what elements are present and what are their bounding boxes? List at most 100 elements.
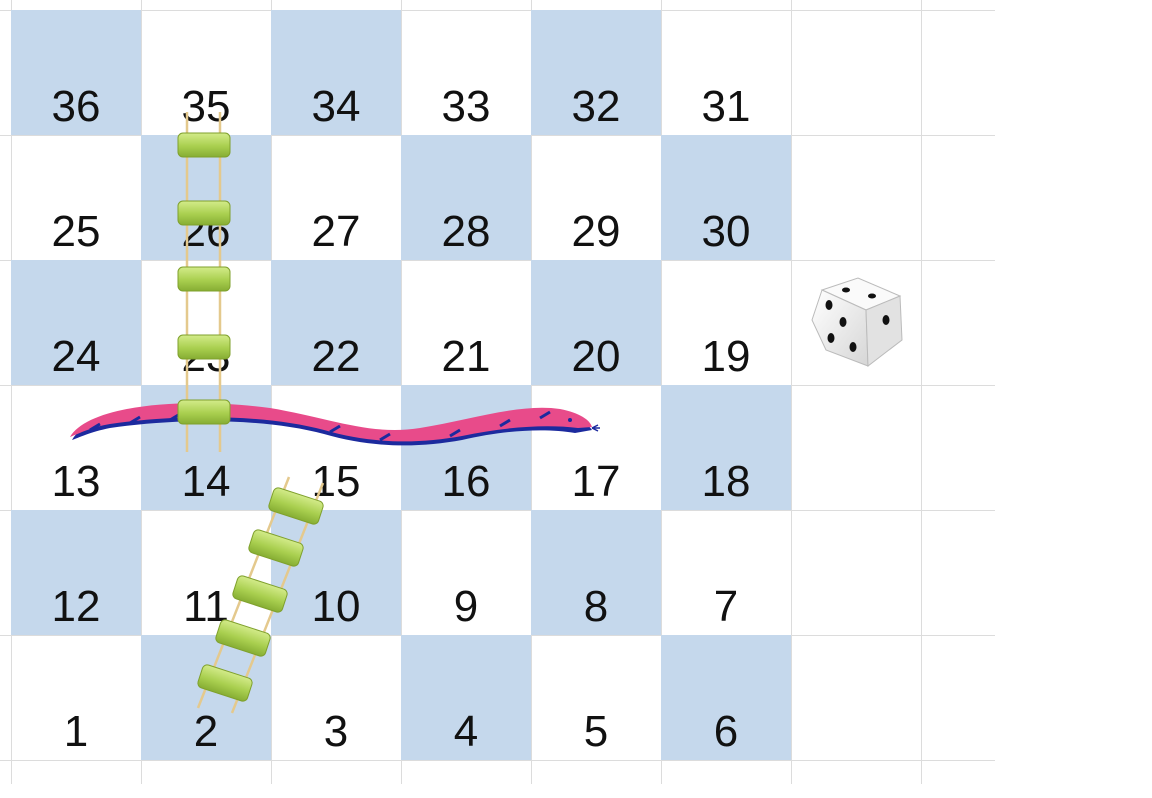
snake-tongue [591,424,600,432]
ladder-rung [177,399,231,425]
gridline-vertical [271,0,272,784]
dice-pip [842,287,850,293]
cell-number: 29 [571,207,621,256]
cell-number: 34 [311,82,361,131]
cell-number: 13 [51,457,101,506]
board-cell: 13 [11,385,141,510]
ladder-rung [215,619,271,657]
gridline-vertical [791,0,792,784]
cell-number: 16 [441,457,491,506]
cell-number: 3 [323,707,349,756]
board-cell: 18 [661,385,791,510]
dice-pip [825,300,833,310]
cell-number: 28 [441,207,491,256]
dice-pip [882,315,890,325]
cell-number: 30 [701,207,751,256]
cell-number: 36 [51,82,101,131]
cell-number: 8 [583,582,609,631]
cell-number: 24 [51,332,101,381]
cell-number: 7 [713,582,739,631]
board-cell: 7 [661,510,791,635]
cell-number: 2 [193,707,219,756]
ladder-rung [177,132,231,158]
cell-number: 17 [571,457,621,506]
board-cell: 10 [271,510,401,635]
cell-number: 15 [311,457,361,506]
cell-number: 14 [181,457,231,506]
board-cell: 22 [271,260,401,385]
board-cell: 16 [401,385,531,510]
board-cell: 25 [11,135,141,260]
cell-number: 22 [311,332,361,381]
cell-number: 4 [453,707,479,756]
cell-number: 21 [441,332,491,381]
cell-number: 6 [713,707,739,756]
gridline-horizontal [0,510,995,511]
board-cell: 31 [661,10,791,135]
gridline-horizontal [0,260,995,261]
board-cell: 33 [401,10,531,135]
ladder-rung [197,664,253,702]
cell-number: 25 [51,207,101,256]
board-cell: 8 [531,510,661,635]
cell-number: 27 [311,207,361,256]
ladder-rung [268,487,324,525]
board-cell: 6 [661,635,791,760]
ladder-2-to-15 [196,476,325,714]
dice[interactable] [811,277,903,367]
ladder-rung [177,200,231,226]
board-cell: 29 [531,135,661,260]
gridline-horizontal [0,760,995,761]
board-cell: 34 [271,10,401,135]
cell-number: 35 [181,82,231,131]
snake-belly-stripes [89,410,551,442]
board-cell: 24 [11,260,141,385]
board-cell: 30 [661,135,791,260]
board-cell: 1 [11,635,141,760]
dice-right-face [865,295,903,367]
cell-number: 20 [571,332,621,381]
ladder-rung [177,266,231,292]
ladder-rung [177,334,231,360]
dice-pip [827,333,835,343]
ladder-rung [232,575,288,613]
board-cell: 17 [531,385,661,510]
cell-number: 5 [583,707,609,756]
cell-number: 33 [441,82,491,131]
board-cell: 2 [141,635,271,760]
board-cell: 12 [11,510,141,635]
board-cell: 35 [141,10,271,135]
dice-pip [839,317,847,327]
board-cell: 28 [401,135,531,260]
board-cell: 5 [531,635,661,760]
gridline-horizontal [0,10,995,11]
board-cell: 4 [401,635,531,760]
cell-number: 10 [311,582,361,631]
board-cell: 15 [271,385,401,510]
cell-number: 18 [701,457,751,506]
cell-number: 19 [701,332,751,381]
gridline-vertical [531,0,532,784]
dice-pip [849,342,857,352]
board-cell: 36 [11,10,141,135]
board-cell: 21 [401,260,531,385]
cell-number: 32 [571,82,621,131]
ladder-14-to-35 [177,112,231,452]
board-cell: 32 [531,10,661,135]
gridline-vertical [921,0,922,784]
board-cell: 20 [531,260,661,385]
board-cell: 9 [401,510,531,635]
cell-number: 9 [453,582,479,631]
gridline-vertical [11,0,12,784]
board-cell: 19 [661,260,791,385]
snake-eye [568,418,572,422]
cell-number: 1 [63,707,89,756]
board-cell: 27 [271,135,401,260]
dice-pip [868,293,876,299]
ladder-rung [248,529,304,567]
cell-number: 31 [701,82,751,131]
cell-number: 12 [51,582,101,631]
board-cell: 3 [271,635,401,760]
